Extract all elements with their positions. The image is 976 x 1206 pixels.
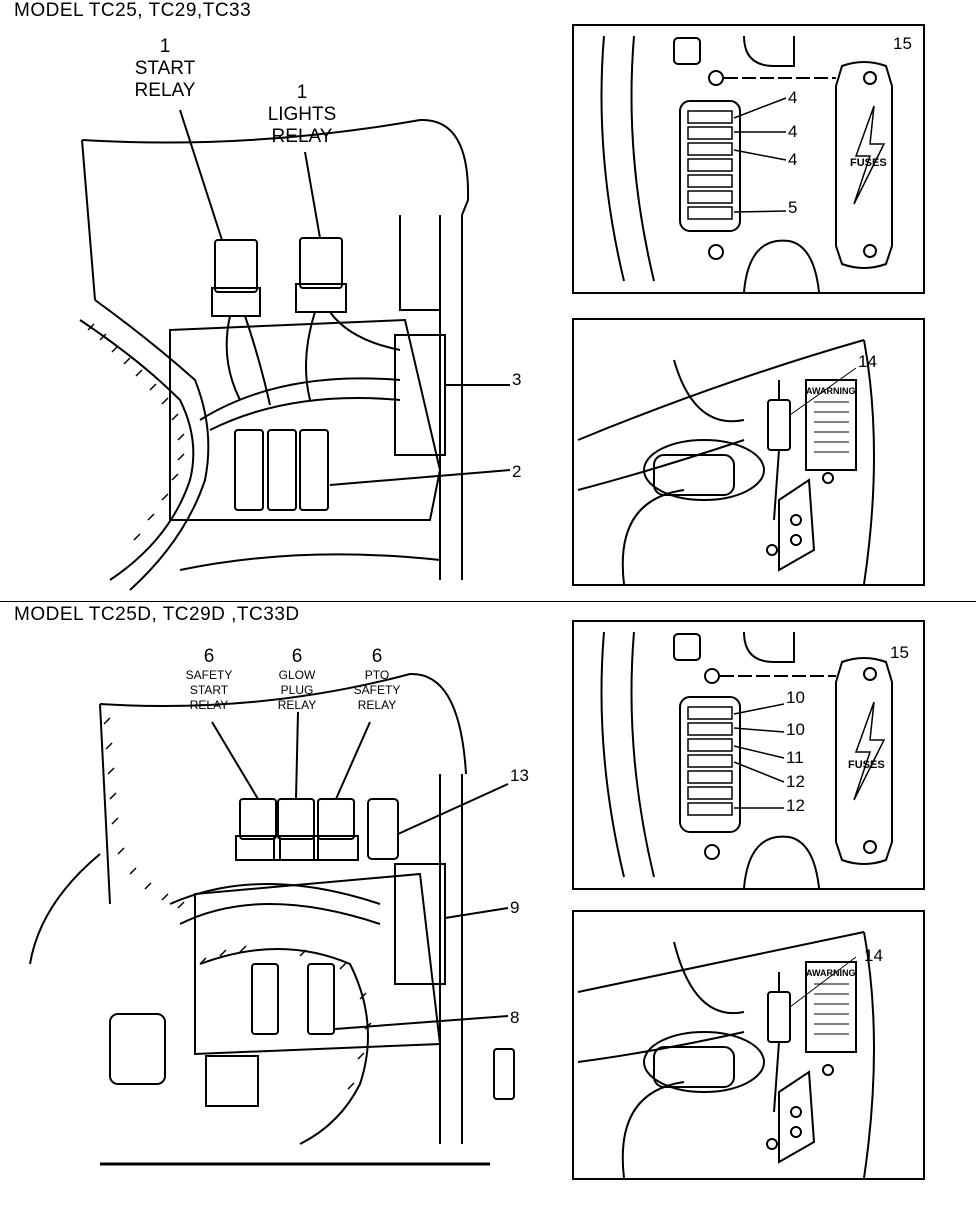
warning-label-top: AWARNING — [806, 386, 856, 396]
bottom-model-heading: MODEL TC25D, TC29D ,TC33D — [14, 604, 300, 625]
top-relay-drawing — [79, 109, 511, 591]
callout-9: 9 — [510, 898, 520, 917]
fuses-cover-text-top: FUSES — [850, 157, 887, 169]
bottom-fuse-panel — [572, 620, 925, 890]
top-solenoid-panel — [572, 318, 925, 586]
top-solenoid-drawing — [577, 339, 875, 584]
callout-10b: 10 — [786, 720, 805, 739]
warning-label-bottom: AWARNING — [806, 968, 856, 978]
bottom-solenoid-panel — [572, 910, 925, 1180]
callout-4c: 4 — [788, 150, 798, 169]
callout-4b: 4 — [788, 122, 798, 141]
section-divider — [0, 601, 976, 602]
pto-safety-relay-label: 6 PTO SAFETY RELAY — [353, 646, 401, 712]
callout-4a: 4 — [788, 88, 798, 107]
bottom-solenoid-drawing — [577, 931, 875, 1178]
lights-relay-label: 1 LIGHTS RELAY — [267, 82, 337, 147]
start-relay-label: 1 START RELAY — [134, 36, 196, 101]
callout-11: 11 — [786, 748, 804, 767]
callout-3: 3 — [512, 370, 522, 389]
top-fuse-drawing — [600, 35, 893, 292]
safety-start-relay-label: 6 SAFETY START RELAY — [185, 646, 233, 712]
callout-12a: 12 — [786, 772, 805, 791]
glow-plug-relay-label: 6 GLOW PLUG RELAY — [277, 646, 317, 712]
callout-5: 5 — [788, 198, 798, 217]
bottom-fuse-drawing — [600, 631, 893, 888]
top-model-heading: MODEL TC25, TC29,TC33 — [14, 0, 252, 21]
callout-2: 2 — [512, 462, 522, 481]
callout-12b: 12 — [786, 796, 805, 815]
top-fuse-panel — [572, 24, 925, 294]
callout-14-top: 14 — [858, 352, 877, 371]
callout-10a: 10 — [786, 688, 805, 707]
bottom-relay-drawing — [29, 672, 515, 1166]
callout-15-top: 15 — [893, 34, 912, 53]
callout-13: 13 — [510, 766, 529, 785]
callout-15-bottom: 15 — [890, 643, 909, 662]
fuses-cover-text-bottom: FUSES — [848, 759, 885, 771]
callout-8: 8 — [510, 1008, 520, 1027]
callout-14-bottom: 14 — [864, 946, 883, 965]
